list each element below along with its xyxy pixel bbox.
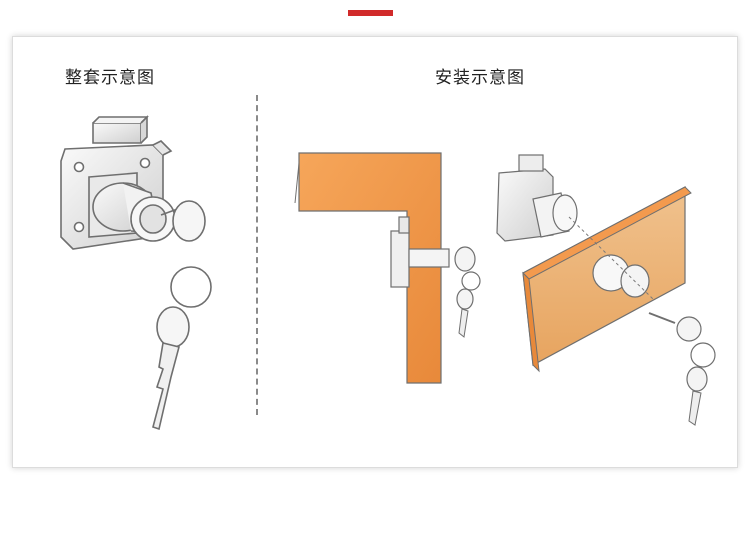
persp-cylinder-face — [552, 194, 578, 232]
spare-key-blade — [152, 342, 180, 431]
wood-board-edge — [522, 271, 540, 373]
persp-spare-key-blade — [688, 390, 702, 426]
screw-hole — [139, 157, 151, 169]
persp-key-shaft — [648, 312, 676, 324]
persp-key-ring-icon — [690, 342, 716, 368]
latch-block — [92, 122, 142, 144]
key-bow-icon — [172, 200, 206, 242]
perspective-illustration — [496, 154, 716, 426]
wood-break-line — [294, 162, 300, 204]
cross-key-bow-icon — [454, 246, 476, 272]
installed-lock-plate — [390, 230, 410, 288]
cross-spare-key-blade — [458, 308, 469, 338]
key-ring-icon — [170, 266, 212, 308]
cross-spare-key-icon — [456, 288, 474, 310]
lock-set-illustration — [60, 115, 212, 431]
persp-key-bow-icon — [676, 316, 702, 342]
diagram-panel: 整套示意图 安装示意图 — [12, 36, 738, 468]
mounting-plate-edge — [152, 140, 173, 156]
latch-side — [140, 115, 148, 144]
screw-hole — [73, 161, 85, 173]
full-set-caption: 整套示意图 — [65, 68, 155, 88]
dashed-divider — [256, 95, 258, 415]
installed-latch — [398, 216, 410, 234]
cross-section-illustration — [294, 152, 481, 384]
accent-bar — [348, 10, 393, 16]
latch-top — [92, 116, 149, 124]
installed-cylinder — [408, 248, 450, 268]
installation-caption: 安装示意图 — [435, 68, 525, 88]
alignment-guide — [568, 216, 654, 300]
persp-spare-key-icon — [686, 366, 708, 392]
spare-key-bow-icon — [156, 306, 190, 348]
wood-panel-section — [298, 152, 442, 384]
screw-hole — [73, 221, 85, 233]
keyhole-ring — [139, 204, 167, 234]
cross-key-ring-icon — [461, 271, 481, 291]
illustration-canvas — [60, 115, 716, 431]
persp-latch — [518, 154, 544, 172]
